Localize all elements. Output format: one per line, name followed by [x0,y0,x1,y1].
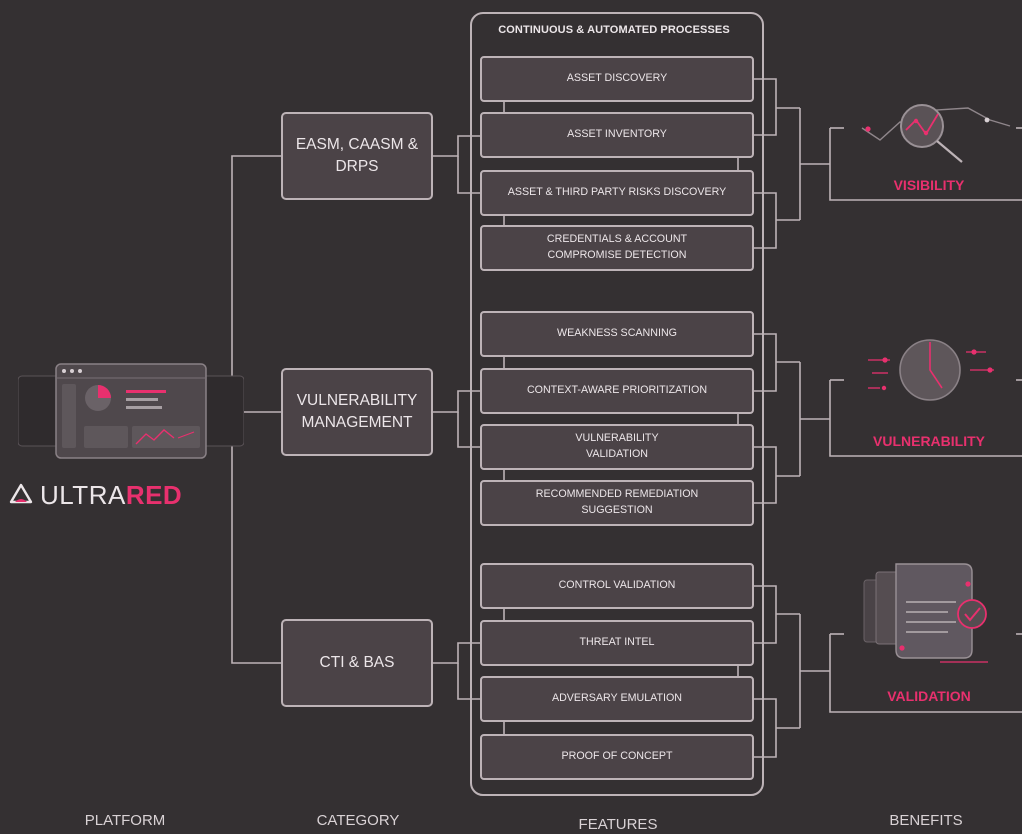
connector-line [754,78,777,108]
column-label-platform: PLATFORM [84,812,166,829]
connector-line [754,698,777,728]
connector-line [754,220,777,249]
brand-name-red: RED [125,479,183,510]
connector-line [754,614,777,644]
connector-line [457,663,480,700]
feature-control-validation: CONTROL VALIDATION [480,563,754,609]
feature-vulnerability-validation: VULNERABILITY VALIDATION [480,424,754,470]
feature-context-aware-prioritization: CONTEXT-AWARE PRIORITIZATION [480,368,754,414]
ultrared-logo-icon [9,483,33,504]
connector-line [754,192,777,220]
connector-line [829,128,1022,201]
feature-remediation-suggestion: RECOMMENDED REMEDIATION SUGGESTION [480,480,754,526]
connector-line [754,728,777,758]
connector-line [754,585,777,614]
connector-line [829,634,1022,713]
connector-line [433,135,480,157]
connector-line [457,156,480,194]
column-label-benefits: BENEFITS [889,812,963,829]
column-label-features: FEATURES [578,816,658,833]
connector-line [829,380,1022,457]
connector-line [433,642,480,664]
feature-adversary-emulation: ADVERSARY EMULATION [480,676,754,722]
feature-asset-inventory: ASSET INVENTORY [480,112,754,158]
connector-line [433,390,480,413]
category-cti-bas: CTI & BAS [281,619,433,707]
column-label-category: CATEGORY [316,812,400,829]
connector-line [231,155,281,385]
connector-line [754,362,777,392]
clock-radar-icon [868,339,994,401]
graph-magnifier-icon [861,104,1011,163]
feature-proof-of-concept: PROOF OF CONCEPT [480,734,754,780]
connector-line [754,108,777,136]
features-header: CONTINUOUS & AUTOMATED PROCESSES [498,24,730,36]
brand-name-ultra: ULTRA [40,479,126,510]
platform-dashboard-illustration [17,362,245,462]
benefit-vulnerability-label: VULNERABILITY [873,433,985,449]
document-check-icon [863,563,988,663]
benefit-validation-label: VALIDATION [887,688,971,704]
benefit-visibility-label: VISIBILITY [893,177,965,193]
feature-weakness-scanning: WEAKNESS SCANNING [480,311,754,357]
ultrared-logo: ULTRARED [8,478,182,512]
connector-line [754,476,777,504]
connector-line [457,412,480,448]
feature-credentials-compromise: CREDENTIALS & ACCOUNT COMPROMISE DETECTI… [480,225,754,271]
features-frame [470,12,764,796]
feature-threat-intel: THREAT INTEL [480,620,754,666]
connector-line [231,439,281,664]
category-vulnerability-management: VULNERABILITY MANAGEMENT [281,368,433,456]
connector-line [754,333,777,362]
category-easm-caasm-drps: EASM, CAASM & DRPS [281,112,433,200]
connector-line [754,446,777,476]
feature-asset-discovery: ASSET DISCOVERY [480,56,754,102]
feature-third-party-risks: ASSET & THIRD PARTY RISKS DISCOVERY [480,170,754,216]
